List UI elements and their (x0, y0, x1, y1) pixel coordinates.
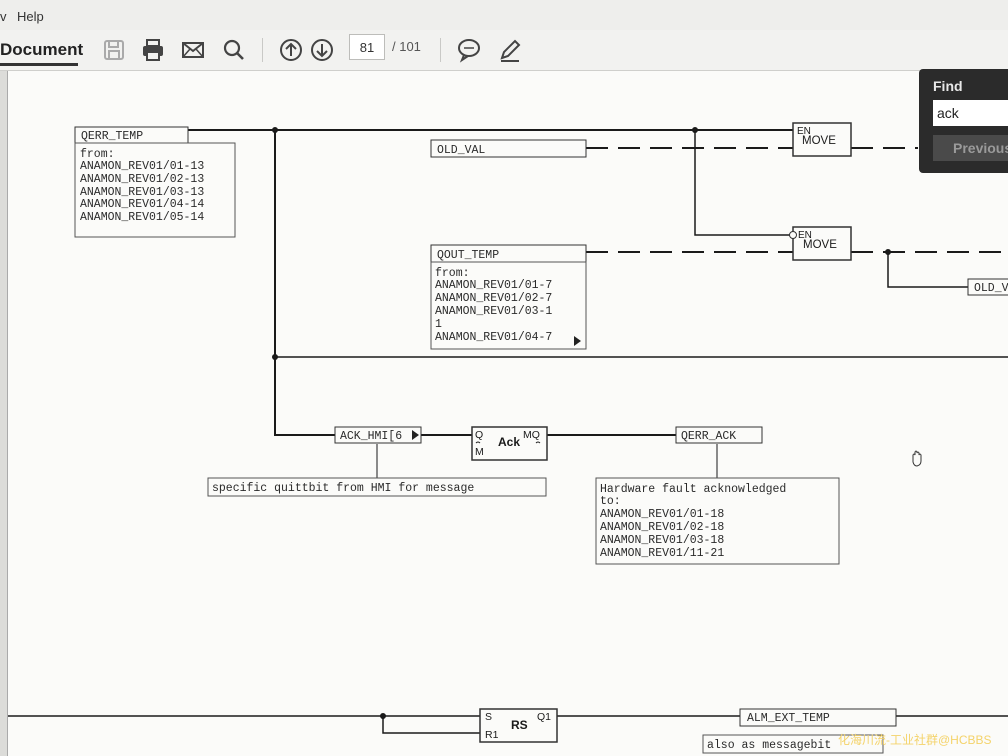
watermark: 化海川流-工业社群@HCBBS (838, 733, 992, 747)
svg-text:ANAMON_REV01/03-1: ANAMON_REV01/03-1 (435, 305, 552, 318)
tag-ack-hmi[interactable]: ACK_HMI[6 (334, 426, 422, 444)
wire (382, 716, 480, 734)
svg-text:specific quittbit from HMI for: specific quittbit from HMI for message (212, 482, 474, 495)
svg-text:QOUT_TEMP: QOUT_TEMP (437, 249, 499, 262)
svg-text:1: 1 (435, 318, 442, 331)
svg-text:ANAMON_REV01/01-13: ANAMON_REV01/01-13 (80, 160, 204, 173)
svg-text:QERR_TEMP: QERR_TEMP (81, 130, 143, 143)
toolbar-separator (262, 38, 263, 62)
rs-block[interactable]: S R1 RS Q1 (479, 708, 558, 743)
svg-text:ACK_HMI[6: ACK_HMI[6 (340, 430, 402, 443)
arrow-down-icon[interactable] (309, 37, 335, 63)
menu-view[interactable]: v (0, 9, 7, 24)
svg-text:MOVE: MOVE (803, 239, 837, 251)
tag-old-val[interactable]: OLD_VAL (430, 139, 587, 158)
document-tab[interactable]: Document (0, 40, 84, 59)
svg-text:Q1: Q1 (537, 711, 551, 723)
svg-text:ANAMON_REV01/03-13: ANAMON_REV01/03-13 (80, 186, 204, 199)
tag-old-val-2[interactable]: OLD_V (967, 278, 1008, 296)
svg-text:EN: EN (798, 230, 812, 241)
thumbnail-strip[interactable] (0, 71, 8, 756)
junction (272, 354, 278, 360)
print-icon[interactable] (140, 37, 166, 63)
find-panel: Find ack Previous (919, 69, 1008, 173)
arrow-up-icon[interactable] (278, 37, 304, 63)
svg-text:M: M (475, 446, 484, 458)
comment-icon[interactable] (456, 37, 482, 63)
move-block-2[interactable]: EN MOVE (789, 226, 852, 261)
svg-text:ANAMON_REV01/04-14: ANAMON_REV01/04-14 (80, 198, 204, 211)
svg-text:ANAMON_REV01/02-7: ANAMON_REV01/02-7 (435, 292, 552, 305)
svg-text:from:: from: (435, 267, 470, 280)
svg-text:ANAMON_REV01/02-18: ANAMON_REV01/02-18 (600, 521, 724, 534)
svg-text:Ack: Ack (498, 435, 520, 449)
svg-text:ANAMON_REV01/02-13: ANAMON_REV01/02-13 (80, 173, 204, 186)
tag-qerr-temp[interactable]: QERR_TEMP (74, 126, 189, 144)
svg-text:RS: RS (511, 718, 528, 732)
toolbar: Document (0, 30, 1008, 71)
svg-text:ALM_EXT_TEMP: ALM_EXT_TEMP (747, 712, 830, 725)
svg-text:EN: EN (797, 126, 811, 137)
svg-text:R1: R1 (485, 729, 499, 741)
xref-qerr-temp: from: ANAMON_REV01/01-13 ANAMON_REV01/02… (74, 142, 236, 238)
tag-qerr-ack[interactable]: QERR_ACK (675, 426, 763, 444)
expand-arrow-icon[interactable] (574, 336, 581, 346)
svg-text:from:: from: (80, 148, 115, 161)
svg-text:ANAMON_REV01/11-21: ANAMON_REV01/11-21 (600, 547, 724, 560)
svg-text:Hardware fault acknowledged: Hardware fault acknowledged (600, 483, 786, 496)
find-title: Find (933, 78, 963, 94)
svg-text:OLD_V: OLD_V (974, 282, 1008, 295)
svg-text:ANAMON_REV01/05-14: ANAMON_REV01/05-14 (80, 211, 204, 224)
junction (692, 127, 698, 133)
page-total: / 101 (392, 39, 421, 54)
move-block-1[interactable]: EN MOVE (792, 122, 852, 157)
search-icon[interactable] (221, 37, 247, 63)
tag-qout-temp[interactable]: QOUT_TEMP (430, 244, 587, 263)
svg-text:ANAMON_REV01/01-7: ANAMON_REV01/01-7 (435, 279, 552, 292)
document-tab-underline (0, 63, 78, 66)
svg-text:ANAMON_REV01/03-18: ANAMON_REV01/03-18 (600, 534, 724, 547)
svg-text:MOVE: MOVE (802, 135, 836, 147)
comment-alm-ext-temp: also as messagebit (702, 734, 884, 754)
ack-block[interactable]: Q M Ack MQ (471, 426, 548, 461)
svg-text:OLD_VAL: OLD_VAL (437, 144, 485, 157)
svg-text:also as messagebit: also as messagebit (707, 739, 831, 752)
hand-cursor-icon (912, 450, 922, 467)
xref-qout-temp: from: ANAMON_REV01/01-7 ANAMON_REV01/02-… (430, 261, 587, 350)
page-number-input[interactable]: 81 (349, 34, 385, 60)
svg-text:QERR_ACK: QERR_ACK (681, 430, 736, 443)
menu-bar: v Help (0, 0, 1008, 30)
expand-arrow-icon[interactable] (412, 430, 419, 440)
toolbar-separator (440, 38, 441, 62)
mail-icon[interactable] (180, 37, 206, 63)
wire (887, 252, 968, 288)
svg-text:ANAMON_REV01/04-7: ANAMON_REV01/04-7 (435, 331, 552, 344)
wire (694, 130, 790, 236)
junction (380, 713, 386, 719)
find-previous-button[interactable]: Previous (933, 135, 1008, 161)
svg-text:to:: to: (600, 495, 621, 508)
comment-ack-hmi: specific quittbit from HMI for message (207, 477, 547, 497)
svg-text:MQ: MQ (523, 429, 540, 441)
find-input[interactable]: ack (933, 100, 1008, 126)
junction (272, 127, 278, 133)
junction (885, 249, 891, 255)
svg-text:Q: Q (475, 429, 483, 441)
menu-help[interactable]: Help (17, 9, 44, 24)
wire (274, 130, 335, 436)
pen-icon[interactable] (497, 37, 523, 63)
tag-alm-ext-temp[interactable]: ALM_EXT_TEMP (739, 708, 897, 727)
svg-text:S: S (485, 711, 492, 723)
save-icon[interactable] (101, 37, 127, 63)
comment-qerr-ack: Hardware fault acknowledged to: ANAMON_R… (595, 477, 840, 565)
svg-text:ANAMON_REV01/01-18: ANAMON_REV01/01-18 (600, 508, 724, 521)
